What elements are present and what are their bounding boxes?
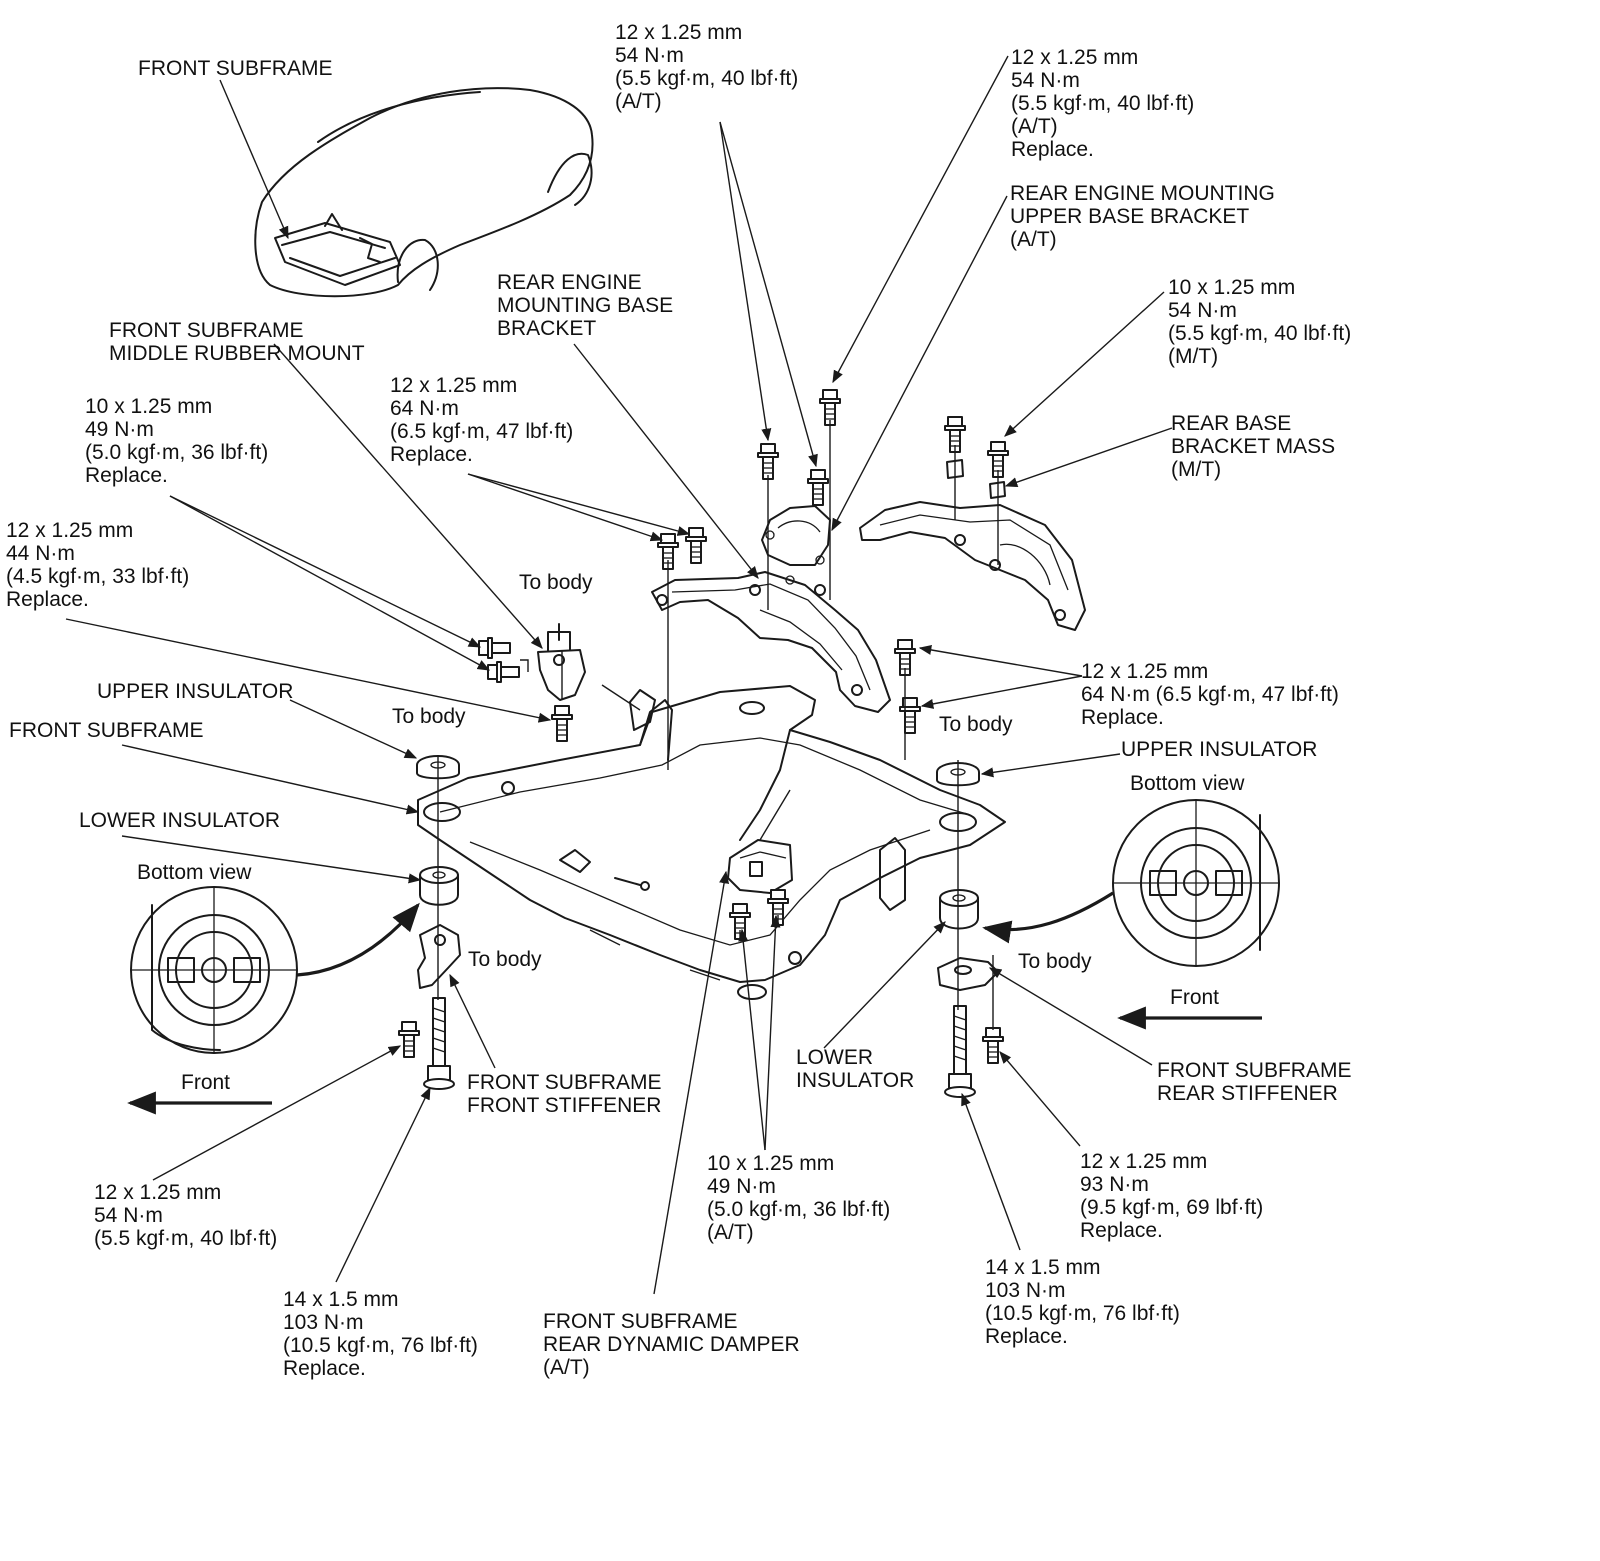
long-bolt-left: [423, 997, 455, 1090]
rear-engine-mount-base-bracket-part: [651, 571, 891, 713]
label-to-body-left-lower: To body: [468, 948, 542, 971]
label-upper-insulator-left: UPPER INSULATOR: [97, 680, 294, 703]
label-car-front-subframe: FRONT SUBFRAME: [138, 57, 333, 80]
middle-rubber-mount-part: [537, 623, 586, 701]
label-front-left: Front: [181, 1071, 231, 1094]
front-arrow-icon: [127, 1006, 1262, 1115]
leader-lines: [65, 55, 1173, 1295]
rear-stiffener-part: [937, 957, 999, 991]
label-to-body-right-lower: To body: [1018, 950, 1092, 973]
bottom-view-right-icon: [1112, 799, 1280, 967]
label-bottom-view-left: Bottom view: [137, 861, 252, 884]
label-upper-insulator-right: UPPER INSULATOR: [1121, 738, 1318, 761]
label-to-body-left-upper: To body: [392, 705, 466, 728]
label-to-body-right-upper: To body: [939, 713, 1013, 736]
label-lower-insulator-left: LOWER INSULATOR: [79, 809, 281, 832]
subframe-icon: [417, 685, 1006, 1000]
upper-base-bracket-part: [761, 505, 831, 566]
label-front-right: Front: [1170, 986, 1220, 1009]
long-bolt-right: [944, 1005, 976, 1098]
rear-dynamic-damper-part: [727, 839, 793, 894]
bottom-view-right-arrow: [982, 891, 1114, 944]
bottom-view-left-arrow: [296, 902, 420, 977]
label-front-subframe-main: FRONT SUBFRAME: [9, 719, 204, 742]
label-bottom-view-right: Bottom view: [1130, 772, 1245, 795]
rear-base-bracket-mass-part: [859, 501, 1086, 631]
front-stiffener-part: [417, 924, 461, 989]
label-to-body-middle: To body: [519, 571, 593, 594]
car-outline-icon: [254, 87, 594, 298]
alignment-lines: [437, 420, 999, 1030]
bottom-view-left-icon: [130, 886, 298, 1054]
